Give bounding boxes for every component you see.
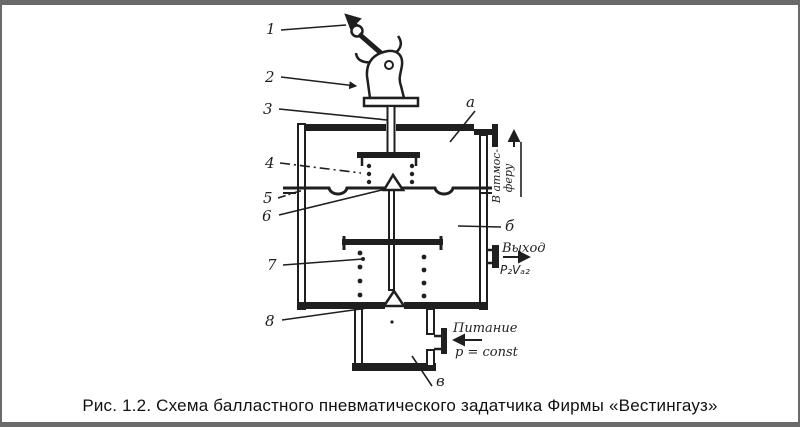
callout-7: 7 <box>267 256 277 274</box>
lower-spring-plate <box>342 239 443 245</box>
bottom-wall-right <box>404 302 487 309</box>
figure-caption: Рис. 1.2. Схема балластного пневматическ… <box>82 396 718 415</box>
lever-cam-mechanism <box>344 13 420 157</box>
leader-zone-v <box>411 355 433 387</box>
stem-rod <box>386 105 396 157</box>
leader-7-dot <box>361 257 365 261</box>
upper-spring-plate <box>357 152 420 158</box>
supply-chamber <box>352 308 447 371</box>
bottom-wall-left <box>298 302 385 309</box>
callout-1: 1 <box>266 20 276 38</box>
cam-body <box>365 49 406 100</box>
upper-valve-cone <box>381 172 406 192</box>
supply-label: Питание <box>452 321 518 336</box>
leader-5 <box>277 189 304 199</box>
leader-7 <box>282 258 364 266</box>
output-port <box>487 245 499 268</box>
left-wall <box>297 123 306 310</box>
main-chamber-body <box>297 123 498 310</box>
leader-6 <box>278 188 387 216</box>
callout-2: 2 <box>264 68 275 86</box>
supply-chamber-bottom <box>352 363 436 371</box>
supply-chamber-right-wall-upper <box>426 308 435 335</box>
supply-chamber-right-wall-lower <box>426 349 435 367</box>
callout-8: 8 <box>265 312 275 330</box>
atmosphere-label-line2: феру <box>502 163 515 192</box>
top-wall-left <box>298 124 386 131</box>
flow-arrows <box>452 129 531 347</box>
frame-top-bar <box>0 0 800 5</box>
leader-1 <box>280 24 347 31</box>
zone-label-v: в <box>436 372 445 390</box>
supply-value: p = const <box>455 345 519 360</box>
supply-port-flange <box>441 328 447 354</box>
atmosphere-port-flange <box>492 124 498 147</box>
top-wall-step <box>474 129 493 135</box>
stem-top-plate <box>362 96 420 108</box>
internal-elements <box>283 152 492 308</box>
lower-valve-cone <box>381 288 407 308</box>
atmosphere-label-line1: В атмос- <box>490 149 503 204</box>
cam-pivot-hole <box>384 60 394 70</box>
leader-lines <box>277 24 502 387</box>
upper-spring-dots <box>366 163 415 185</box>
leader-4 <box>279 162 362 174</box>
frame-bottom-bar <box>0 422 800 427</box>
frame-right-bar <box>798 0 800 427</box>
frame-left-bar <box>0 0 2 427</box>
output-label: Выход <box>501 241 546 256</box>
leader-2 <box>280 76 358 90</box>
leader-zone-a <box>449 110 476 143</box>
leader-zone-b <box>457 225 502 228</box>
output-value: P₂Vₐ₂ <box>500 263 530 277</box>
supply-chamber-left-wall <box>354 308 363 370</box>
output-port-flange <box>492 245 499 268</box>
callout-4: 4 <box>264 154 275 172</box>
top-wall-right <box>396 124 474 131</box>
scan-speck <box>390 320 394 324</box>
zone-label-b: б <box>505 217 515 235</box>
leader-3 <box>278 108 388 121</box>
right-wall <box>479 134 488 310</box>
zone-label-a: а <box>466 93 475 111</box>
callout-5: 5 <box>263 189 273 207</box>
callout-labels: 1 2 3 4 5 6 7 8 а б в <box>262 20 515 390</box>
port-annotations: В атмос- феру Выход P₂Vₐ₂ Питание p = co… <box>452 149 546 360</box>
callout-3: 3 <box>263 100 273 118</box>
lower-spring-dots <box>357 250 427 299</box>
callout-6: 6 <box>262 207 272 225</box>
leader-8 <box>281 305 383 321</box>
